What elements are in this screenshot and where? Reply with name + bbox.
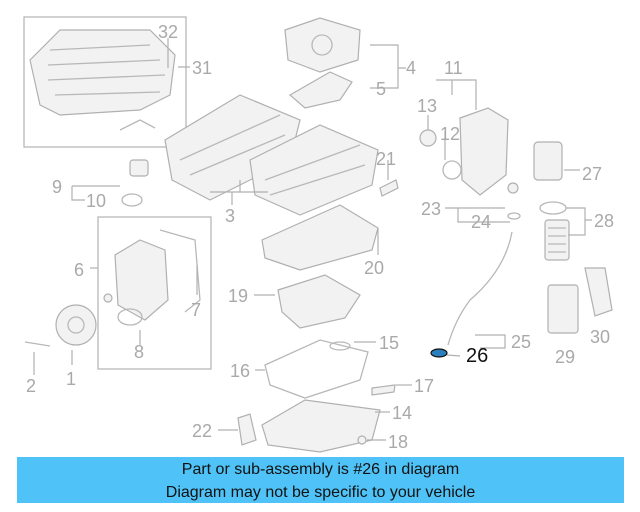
label-3: 3 xyxy=(225,206,235,226)
exploded-parts-diagram: 1 2 3 4 5 6 7 8 9 10 11 12 13 14 15 16 1… xyxy=(23,16,614,453)
label-13: 13 xyxy=(417,96,437,116)
timing-case-group xyxy=(97,216,212,370)
label-23: 23 xyxy=(421,199,441,219)
info-banner: Part or sub-assembly is #26 in diagram D… xyxy=(17,457,624,503)
label-14: 14 xyxy=(392,403,412,423)
label-28: 28 xyxy=(594,211,614,231)
timing-cover-group xyxy=(419,107,509,196)
banner-line-1: Part or sub-assembly is #26 in diagram xyxy=(181,461,460,478)
cover-group xyxy=(284,17,361,109)
label-12: 12 xyxy=(440,124,460,144)
leader-lines xyxy=(33,38,592,441)
label-4: 4 xyxy=(406,58,416,78)
oil-cooler-group xyxy=(547,267,613,334)
label-2: 2 xyxy=(26,376,36,396)
label-6: 6 xyxy=(74,260,84,280)
label-24: 24 xyxy=(471,212,491,232)
dipstick-group xyxy=(430,182,521,358)
label-9: 9 xyxy=(52,177,62,197)
label-11: 11 xyxy=(444,58,463,78)
banner-line-2: Diagram may not be specific to your vehi… xyxy=(165,484,476,501)
label-26: 26 xyxy=(466,345,488,367)
label-21: 21 xyxy=(376,149,396,169)
label-25: 25 xyxy=(511,332,531,352)
pulley-group xyxy=(24,293,113,347)
label-15: 15 xyxy=(379,333,399,353)
seal-26-highlight xyxy=(430,348,448,358)
label-1: 1 xyxy=(66,369,76,389)
cylinder-head-group xyxy=(164,94,379,216)
intake-manifold-group xyxy=(23,16,187,148)
label-8: 8 xyxy=(134,342,144,362)
label-31: 31 xyxy=(192,58,212,78)
label-30: 30 xyxy=(590,327,610,347)
oil-pan-group xyxy=(237,179,399,453)
label-22: 22 xyxy=(192,421,212,441)
label-18: 18 xyxy=(388,432,408,452)
label-5: 5 xyxy=(376,79,386,99)
label-19: 19 xyxy=(228,286,248,306)
label-10: 10 xyxy=(86,191,106,211)
label-32: 32 xyxy=(158,22,178,42)
label-27: 27 xyxy=(582,164,602,184)
label-20: 20 xyxy=(364,258,384,278)
sensor-group xyxy=(121,159,149,207)
label-16: 16 xyxy=(230,361,250,381)
label-7: 7 xyxy=(191,300,201,320)
label-17: 17 xyxy=(414,376,434,396)
part-labels: 1 2 3 4 5 6 7 8 9 10 11 12 13 14 15 16 1… xyxy=(26,22,614,452)
label-29: 29 xyxy=(555,347,575,367)
oil-filter-group xyxy=(533,141,570,261)
